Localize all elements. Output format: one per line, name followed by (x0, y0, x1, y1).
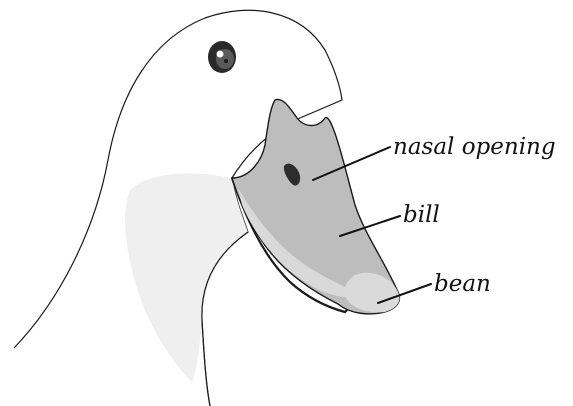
nasal-opening-label: nasal opening (393, 134, 556, 160)
eye-icon (208, 41, 236, 73)
bill-label: bill (403, 202, 440, 228)
bean-label: bean (434, 271, 491, 297)
